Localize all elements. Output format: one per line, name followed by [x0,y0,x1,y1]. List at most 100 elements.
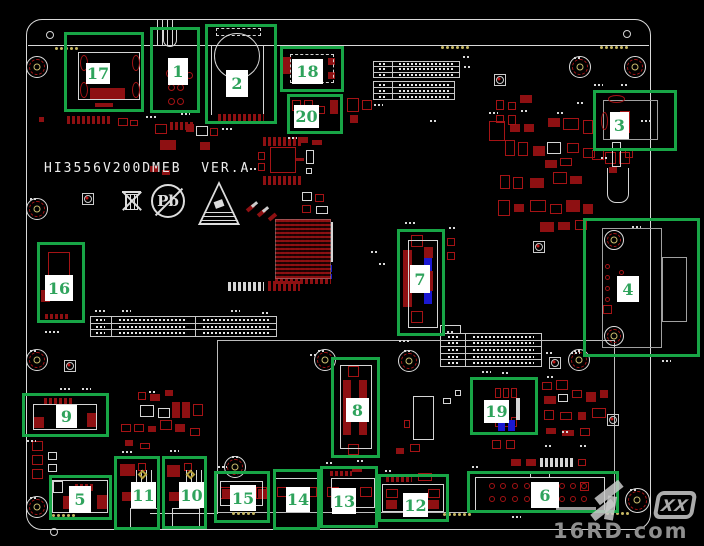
component-ro [544,410,554,420]
silkscreen-tick-marks [464,66,472,68]
callout-box-10 [162,456,207,529]
component-ro [447,238,455,246]
component-bars [211,45,212,115]
component-rf [283,57,291,74]
pcb-table-row [91,329,276,337]
pcb-table-tick-text [379,63,388,66]
component-ro [410,444,420,452]
callout-box-12 [378,474,449,522]
component-bars [516,398,520,420]
gold-pad-dot [461,46,464,49]
fiducial-dot [610,417,614,421]
component-wo [547,142,561,154]
component-rro [601,112,608,130]
mounting-hole-center [610,332,618,340]
component-rf [328,72,335,79]
mounting-hole-center [33,63,41,71]
component-pad-ring [524,483,530,489]
component-ro [580,482,589,491]
component-wo [408,240,438,328]
silkscreen-tick-marks [318,350,325,352]
pcb-table-cell [465,360,541,366]
silkscreen-tick-marks [662,360,671,362]
component-ro [625,150,633,158]
component-rf [386,500,397,509]
callout-number-plate: 2 [226,70,248,97]
component-ro [258,152,265,160]
callout-box-4 [583,218,700,357]
silkscreen-tick-marks [571,352,580,354]
pcb-table-tick-text [379,83,388,86]
component-ro [506,440,515,449]
mounting-hole-ring [627,490,647,510]
component-wo [443,398,451,404]
pcb-table [373,61,460,78]
component-wo [140,405,154,417]
component-wo [78,52,140,100]
silkscreen-tick-marks [262,312,270,314]
component-pin-comb [330,471,352,476]
fiducial-dot [67,363,71,367]
component-pin-comb [275,279,331,284]
silkscreen-tick-marks [218,466,227,468]
component-pad-ring [489,496,495,502]
component-ro [130,120,138,126]
component-ro [567,143,579,153]
pcb-table-tick-text [96,325,106,328]
component-rf [148,426,156,432]
component-wo [306,150,314,164]
pcb-table-tick-text [472,342,535,345]
mounting-hole-ring [572,59,588,75]
component-pad-ring [618,269,624,275]
component-ro [489,121,505,141]
fiducial-circle [535,243,543,251]
component-pad-ring [559,483,565,489]
component-ro [518,142,528,156]
callout-number-plate: 20 [294,105,319,128]
component-ro [302,205,311,213]
mounting-hole-ring [29,499,45,515]
component-wo [33,404,97,430]
component-pad-ring [524,496,530,502]
callout-number: 1 [172,62,184,81]
fiducial-dot [85,196,89,200]
component-rro [608,95,625,103]
component-uo [163,30,177,47]
component-ro [138,392,146,400]
mounting-hole-ring [29,352,45,368]
gold-pad-dot [446,46,449,49]
mounting-hole-center [610,236,618,244]
component-ro [508,102,516,110]
pcb-table-tick-text [119,332,188,335]
watermark-logo-xx: XX [659,495,691,515]
component-pad-ring [570,483,576,489]
component-pad-ring [500,483,506,489]
mounting-hole [624,487,650,513]
gold-pad-dot [252,512,255,515]
component-rf [165,390,173,396]
silkscreen-tick-marks [562,431,570,433]
pcb-table-row [441,359,541,366]
component-rf [548,118,560,127]
fiducial-target [533,241,545,253]
silkscreen-tick-marks [30,497,37,499]
component-ro [315,194,324,202]
gold-pad-dot [57,514,60,517]
fiducial-target [549,357,561,369]
component-pin-comb [263,176,303,185]
component-ro [513,177,523,189]
component-go [662,257,687,322]
component-bf [424,291,432,304]
callout-number-plate: 11 [131,482,156,508]
pcb-table-cell [110,330,195,337]
component-rf [150,166,158,172]
mounting-hole-ring [29,59,45,75]
callout-box-20 [287,94,343,134]
callout-box-16 [37,242,85,323]
pcb-table-tick-text [447,348,459,351]
component-ro [270,147,296,173]
mounting-hole [604,230,624,250]
component-pad-ring [176,97,184,105]
mounting-hole-center [575,356,583,364]
component-ro [134,424,144,432]
